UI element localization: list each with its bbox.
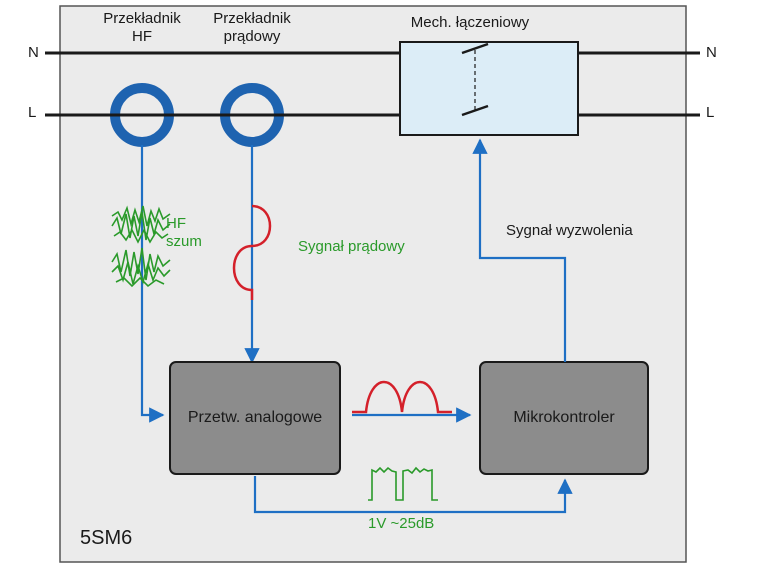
device-name-label: 5SM6 (80, 527, 133, 549)
neutral-label-left: N (28, 44, 39, 61)
current-transformer-label: Przekładnik prądowy (213, 10, 291, 45)
level-label: 1V ~25dB (368, 515, 435, 532)
switch-contact-n (461, 42, 489, 55)
trip-signal-label: Sygnał wyzwolenia (506, 222, 633, 239)
microcontroller-label: Mikrokontroler (513, 409, 615, 426)
rectified-waveform (352, 380, 452, 414)
switching-mechanism-label: Mech. łączeniowy (410, 14, 530, 31)
analog-converter-block (169, 361, 341, 475)
level-waveform (368, 466, 438, 501)
neutral-label-right: N (706, 44, 717, 61)
current-signal-label: Sygnał prądowy (298, 238, 405, 255)
line-label-right: L (706, 104, 715, 121)
hf-transformer-label: Przekładnik HF (103, 10, 181, 45)
line-label-left: L (28, 104, 37, 121)
trip-signal-line (472, 138, 567, 362)
level-signal-line (253, 476, 573, 514)
switch-contact-l (461, 104, 489, 117)
hf-noise-waveform (111, 205, 171, 288)
analog-converter-label: Przetw. analogowe (187, 409, 323, 426)
hf-noise-label: HF szum (166, 215, 202, 250)
current-waveform (232, 204, 272, 300)
